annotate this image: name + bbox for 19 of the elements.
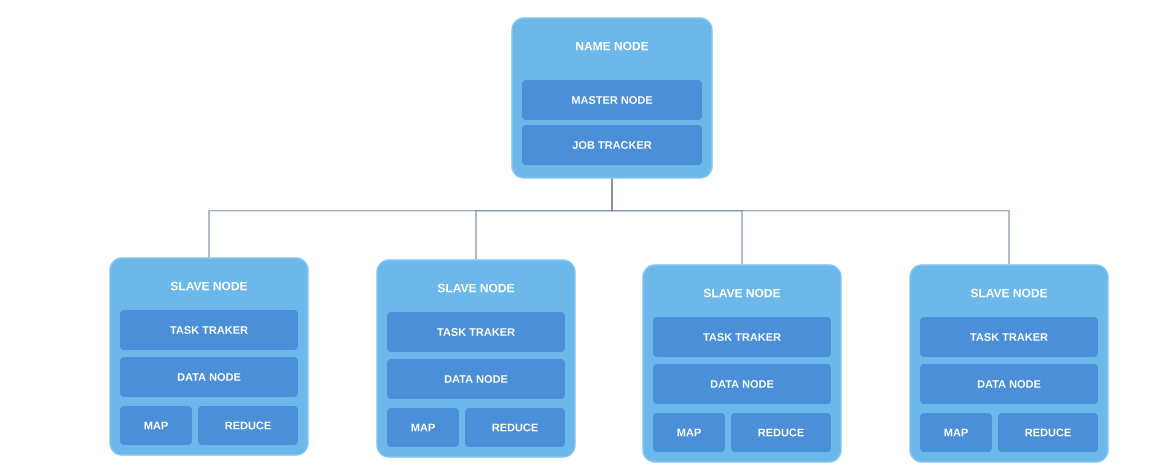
component-box: TASK TRAKER bbox=[653, 317, 831, 357]
component-box: REDUCE bbox=[465, 408, 565, 447]
component-box: TASK TRAKER bbox=[387, 312, 565, 352]
component-box: DATA NODE bbox=[653, 364, 831, 404]
component-box: DATA NODE bbox=[387, 359, 565, 399]
connector-line bbox=[611, 178, 1010, 265]
component-box: MASTER NODE bbox=[522, 80, 702, 120]
component-box: TASK TRAKER bbox=[920, 317, 1098, 357]
component-box: MAP bbox=[387, 408, 459, 447]
component-box: REDUCE bbox=[998, 413, 1098, 452]
component-box: DATA NODE bbox=[920, 364, 1098, 404]
component-box: DATA NODE bbox=[120, 357, 298, 397]
component-box: TASK TRAKER bbox=[120, 310, 298, 350]
component-box: MAP bbox=[120, 406, 192, 445]
component-box: MAP bbox=[920, 413, 992, 452]
component-box: REDUCE bbox=[198, 406, 298, 445]
component-box: MAP bbox=[653, 413, 725, 452]
component-box: JOB TRACKER bbox=[522, 125, 702, 165]
component-box: REDUCE bbox=[731, 413, 831, 452]
